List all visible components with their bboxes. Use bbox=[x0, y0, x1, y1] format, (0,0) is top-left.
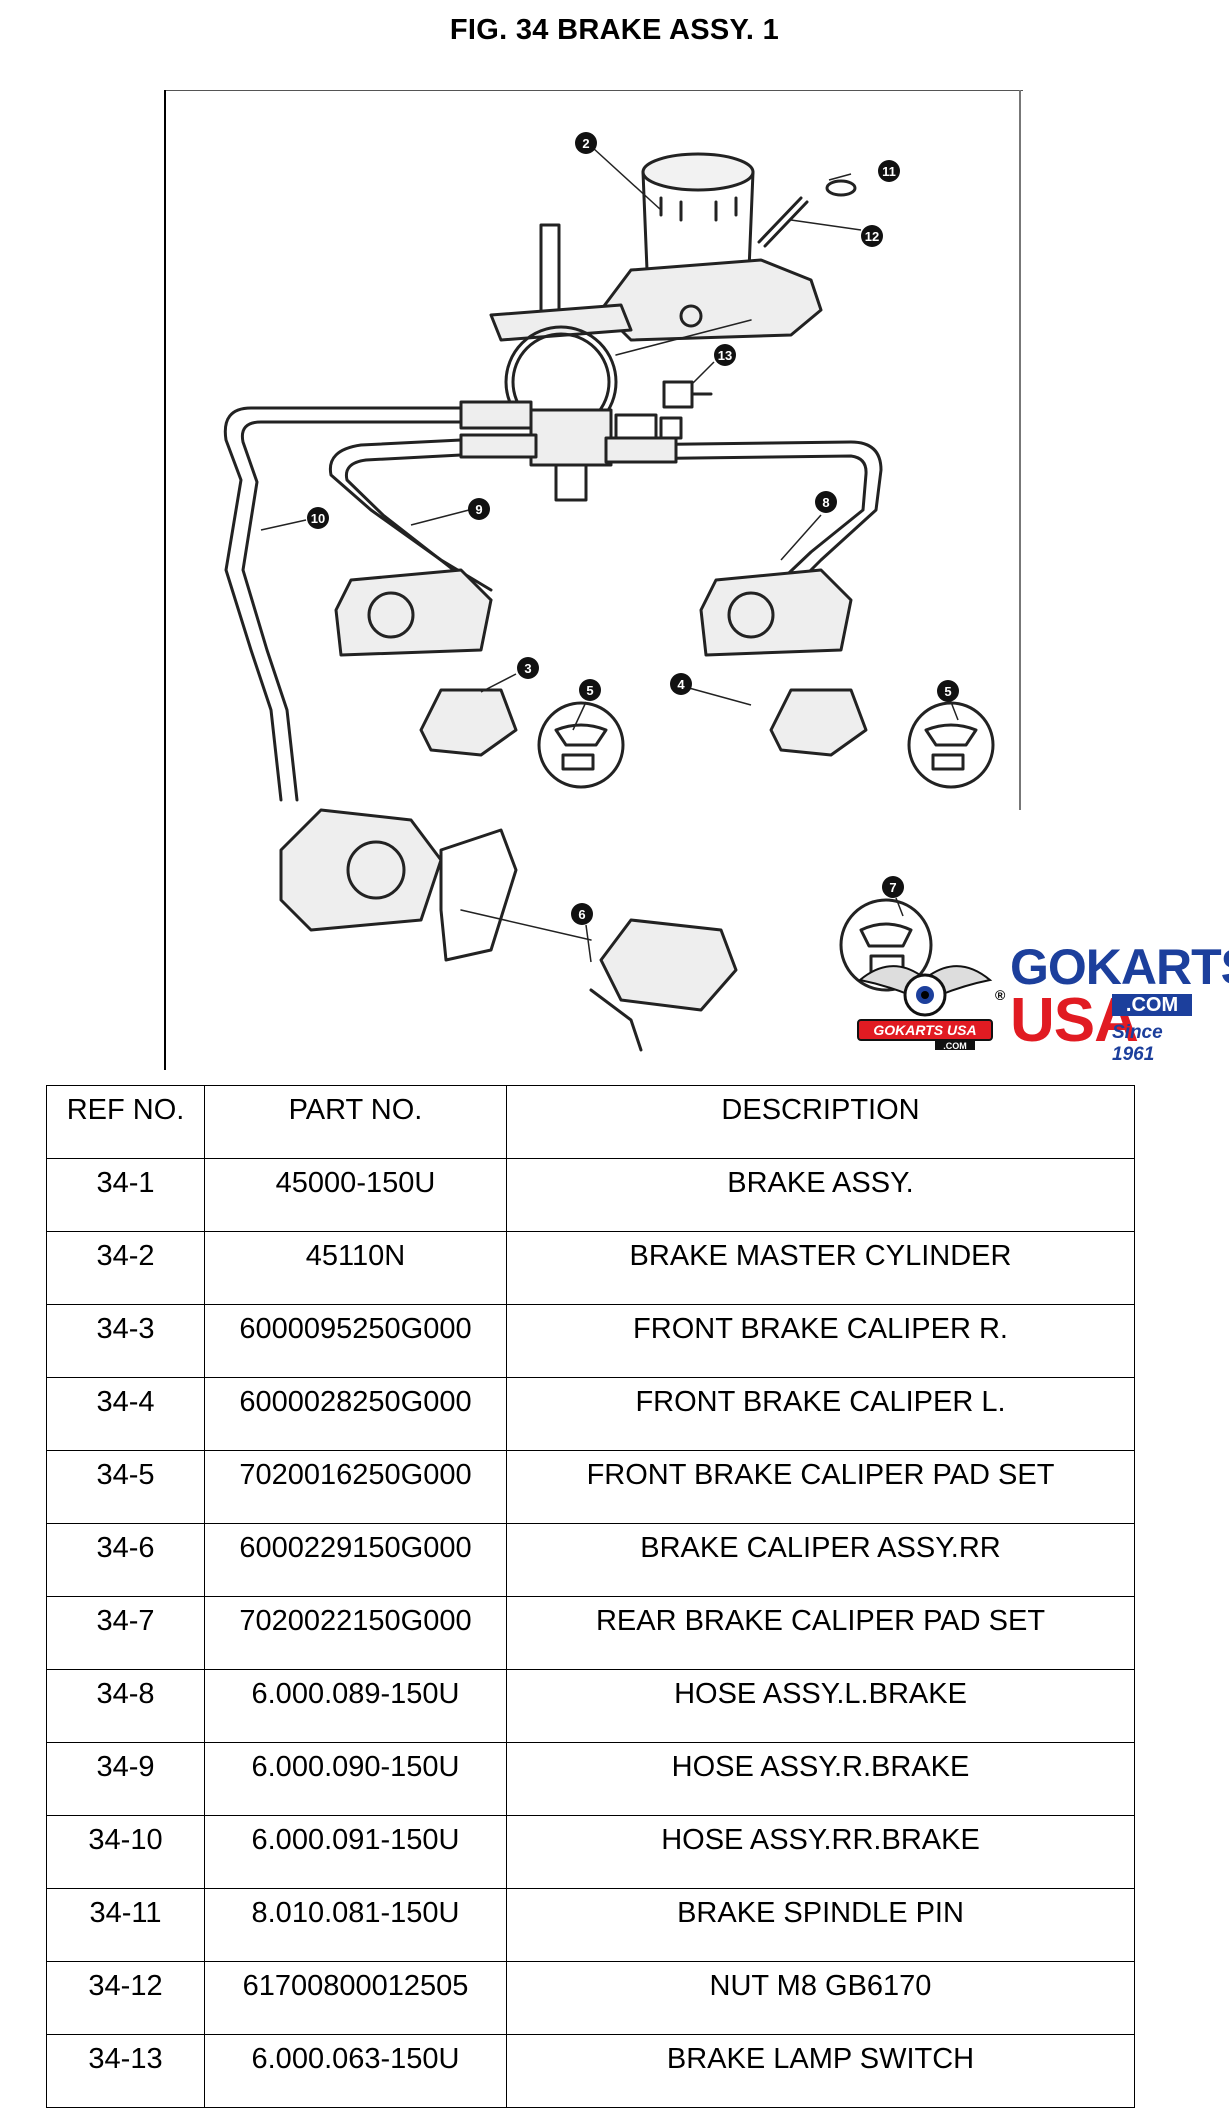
callout-5-left: 5 bbox=[579, 679, 601, 701]
description: HOSE ASSY.RR.BRAKE bbox=[506, 1815, 1135, 1889]
header-ref-no: REF NO. bbox=[46, 1085, 205, 1159]
part-no: 61700800012505 bbox=[204, 1961, 507, 2035]
part-no: 7020022150G000 bbox=[204, 1596, 507, 1670]
callout-3: 3 bbox=[517, 657, 539, 679]
part-no: 6000095250G000 bbox=[204, 1304, 507, 1378]
table-row: 34-4 6000028250G000 FRONT BRAKE CALIPER … bbox=[46, 1377, 1135, 1451]
description: HOSE ASSY.R.BRAKE bbox=[506, 1742, 1135, 1816]
part-no: 6.000.063-150U bbox=[204, 2034, 507, 2108]
ref-no: 34-6 bbox=[46, 1523, 205, 1597]
description: BRAKE SPINDLE PIN bbox=[506, 1888, 1135, 1962]
ref-no: 34-2 bbox=[46, 1231, 205, 1305]
ref-no: 34-8 bbox=[46, 1669, 205, 1743]
description: BRAKE CALIPER ASSY.RR bbox=[506, 1523, 1135, 1597]
table-row: 34-5 7020016250G000 FRONT BRAKE CALIPER … bbox=[46, 1450, 1135, 1524]
svg-text:.COM: .COM bbox=[943, 1041, 967, 1050]
ref-no: 34-9 bbox=[46, 1742, 205, 1816]
part-no: 6.000.089-150U bbox=[204, 1669, 507, 1743]
callout-9: 9 bbox=[468, 498, 490, 520]
ref-no: 34-13 bbox=[46, 2034, 205, 2108]
brake-assembly-diagram: 2 11 12 13 10 9 8 3 4 5 5 6 7 bbox=[164, 90, 1023, 1070]
callout-11: 11 bbox=[878, 160, 900, 182]
description: HOSE ASSY.L.BRAKE bbox=[506, 1669, 1135, 1743]
table-row: 34-3 6000095250G000 FRONT BRAKE CALIPER … bbox=[46, 1304, 1135, 1378]
callout-6: 6 bbox=[571, 903, 593, 925]
table-row: 34-10 6.000.091-150U HOSE ASSY.RR.BRAKE bbox=[46, 1815, 1135, 1889]
table-row: 34-8 6.000.089-150U HOSE ASSY.L.BRAKE bbox=[46, 1669, 1135, 1743]
svg-text:7: 7 bbox=[889, 880, 896, 895]
callout-4: 4 bbox=[670, 673, 692, 695]
description: FRONT BRAKE CALIPER PAD SET bbox=[506, 1450, 1135, 1524]
ref-no: 34-12 bbox=[46, 1961, 205, 2035]
svg-text:8: 8 bbox=[822, 495, 829, 510]
svg-text:5: 5 bbox=[944, 684, 951, 699]
part-no: 6000028250G000 bbox=[204, 1377, 507, 1451]
table-row: 34-1 45000-150U BRAKE ASSY. bbox=[46, 1158, 1135, 1232]
part-no: 8.010.081-150U bbox=[204, 1888, 507, 1962]
header-part-no: PART NO. bbox=[204, 1085, 507, 1159]
ref-no: 34-10 bbox=[46, 1815, 205, 1889]
table-header-row: REF NO. PART NO. DESCRIPTION bbox=[46, 1085, 1135, 1159]
svg-text:5: 5 bbox=[586, 683, 593, 698]
ref-no: 34-3 bbox=[46, 1304, 205, 1378]
svg-text:3: 3 bbox=[524, 661, 531, 676]
svg-text:6: 6 bbox=[578, 907, 585, 922]
description: FRONT BRAKE CALIPER L. bbox=[506, 1377, 1135, 1451]
header-description: DESCRIPTION bbox=[506, 1085, 1135, 1159]
callout-5-right: 5 bbox=[937, 680, 959, 702]
description: BRAKE MASTER CYLINDER bbox=[506, 1231, 1135, 1305]
logo-domain: .COM bbox=[1112, 994, 1192, 1016]
ref-no: 34-11 bbox=[46, 1888, 205, 1962]
svg-text:4: 4 bbox=[677, 677, 685, 692]
svg-text:2: 2 bbox=[582, 136, 589, 151]
svg-text:13: 13 bbox=[718, 348, 732, 363]
ref-no: 34-7 bbox=[46, 1596, 205, 1670]
description: BRAKE LAMP SWITCH bbox=[506, 2034, 1135, 2108]
svg-text:11: 11 bbox=[882, 164, 896, 179]
table-row: 34-11 8.010.081-150U BRAKE SPINDLE PIN bbox=[46, 1888, 1135, 1962]
description: BRAKE ASSY. bbox=[506, 1158, 1135, 1232]
table-row: 34-2 45110N BRAKE MASTER CYLINDER bbox=[46, 1231, 1135, 1305]
svg-text:12: 12 bbox=[865, 229, 879, 244]
part-no: 7020016250G000 bbox=[204, 1450, 507, 1524]
svg-text:9: 9 bbox=[475, 502, 482, 517]
svg-text:10: 10 bbox=[311, 511, 325, 526]
registered-mark: ® bbox=[995, 987, 1006, 1003]
parts-table: REF NO. PART NO. DESCRIPTION 34-1 45000-… bbox=[46, 1085, 1135, 2108]
table-row: 34-7 7020022150G000 REAR BRAKE CALIPER P… bbox=[46, 1596, 1135, 1670]
part-no: 6.000.090-150U bbox=[204, 1742, 507, 1816]
description: FRONT BRAKE CALIPER R. bbox=[506, 1304, 1135, 1378]
callout-8: 8 bbox=[815, 491, 837, 513]
callout-12: 12 bbox=[861, 225, 883, 247]
callout-2: 2 bbox=[575, 132, 597, 154]
logo-brand-top: GOKARTS bbox=[1010, 939, 1229, 995]
table-row: 34-9 6.000.090-150U HOSE ASSY.R.BRAKE bbox=[46, 1742, 1135, 1816]
description: REAR BRAKE CALIPER PAD SET bbox=[506, 1596, 1135, 1670]
ref-no: 34-4 bbox=[46, 1377, 205, 1451]
callout-7: 7 bbox=[882, 876, 904, 898]
part-no: 45000-150U bbox=[204, 1158, 507, 1232]
table-row: 34-13 6.000.063-150U BRAKE LAMP SWITCH bbox=[46, 2034, 1135, 2108]
gokarts-usa-logo: GOKARTS USA .COM ® GOKARTS USA .COM Sinc… bbox=[850, 942, 1229, 1065]
logo-since: Since 1961 bbox=[1112, 1022, 1163, 1065]
part-no: 6.000.091-150U bbox=[204, 1815, 507, 1889]
part-no: 6000229150G000 bbox=[204, 1523, 507, 1597]
table-row: 34-6 6000229150G000 BRAKE CALIPER ASSY.R… bbox=[46, 1523, 1135, 1597]
svg-text:GOKARTS USA: GOKARTS USA bbox=[873, 1022, 976, 1038]
page-title: FIG. 34 BRAKE ASSY. 1 bbox=[449, 14, 780, 46]
winged-eyeball-icon: GOKARTS USA .COM bbox=[857, 965, 993, 1050]
callout-10: 10 bbox=[307, 507, 329, 529]
part-no: 45110N bbox=[204, 1231, 507, 1305]
ref-no: 34-1 bbox=[46, 1158, 205, 1232]
callout-13: 13 bbox=[714, 344, 736, 366]
description: NUT M8 GB6170 bbox=[506, 1961, 1135, 2035]
ref-no: 34-5 bbox=[46, 1450, 205, 1524]
table-row: 34-12 61700800012505 NUT M8 GB6170 bbox=[46, 1961, 1135, 2035]
